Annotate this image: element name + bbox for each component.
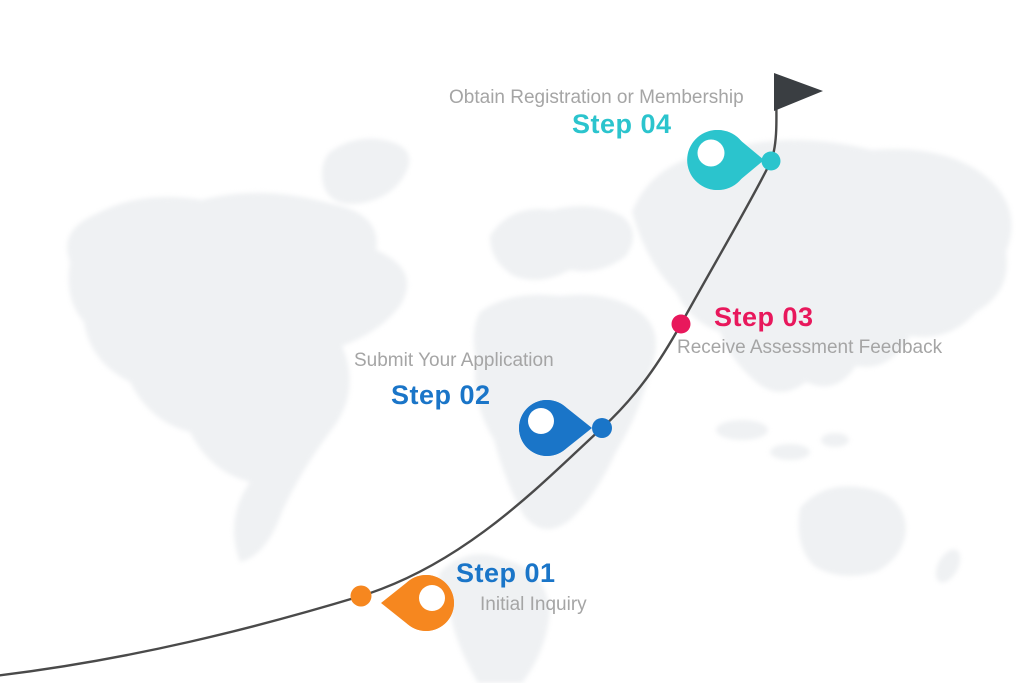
map-new-zealand: [935, 549, 961, 583]
step-04-title: Step 04: [572, 109, 672, 139]
step-02-caption: Submit Your Application: [354, 350, 554, 371]
step-03-caption: Receive Assessment Feedback: [677, 337, 943, 358]
map-island-3: [821, 433, 849, 447]
step-01-dot-icon: [350, 585, 372, 607]
step-04-dot-icon: [761, 151, 781, 171]
map-island-1: [716, 420, 768, 440]
finish-flag-icon: [774, 73, 823, 111]
journey-curve-path: [0, 78, 778, 677]
map-greenland: [322, 138, 410, 204]
map-asia: [632, 140, 1012, 392]
step-02-dot-icon: [592, 418, 612, 438]
step-04-caption: Obtain Registration or Membership: [449, 87, 744, 108]
step-02-title: Step 02: [391, 380, 491, 410]
step-02-location-pin-icon: [519, 400, 592, 456]
step-01-location-pin-icon: [381, 575, 454, 631]
step-04-location-pin-icon: [687, 130, 764, 190]
step-01-title: Step 01: [456, 558, 556, 588]
map-europe: [490, 206, 634, 280]
step-01-caption: Initial Inquiry: [480, 594, 587, 615]
map-south-america: [438, 554, 550, 683]
map-australia: [798, 486, 906, 576]
step-03-dot-icon: [671, 314, 691, 334]
map-north-america: [67, 192, 408, 562]
step-03-title: Step 03: [714, 302, 814, 332]
map-island-2: [770, 444, 810, 460]
